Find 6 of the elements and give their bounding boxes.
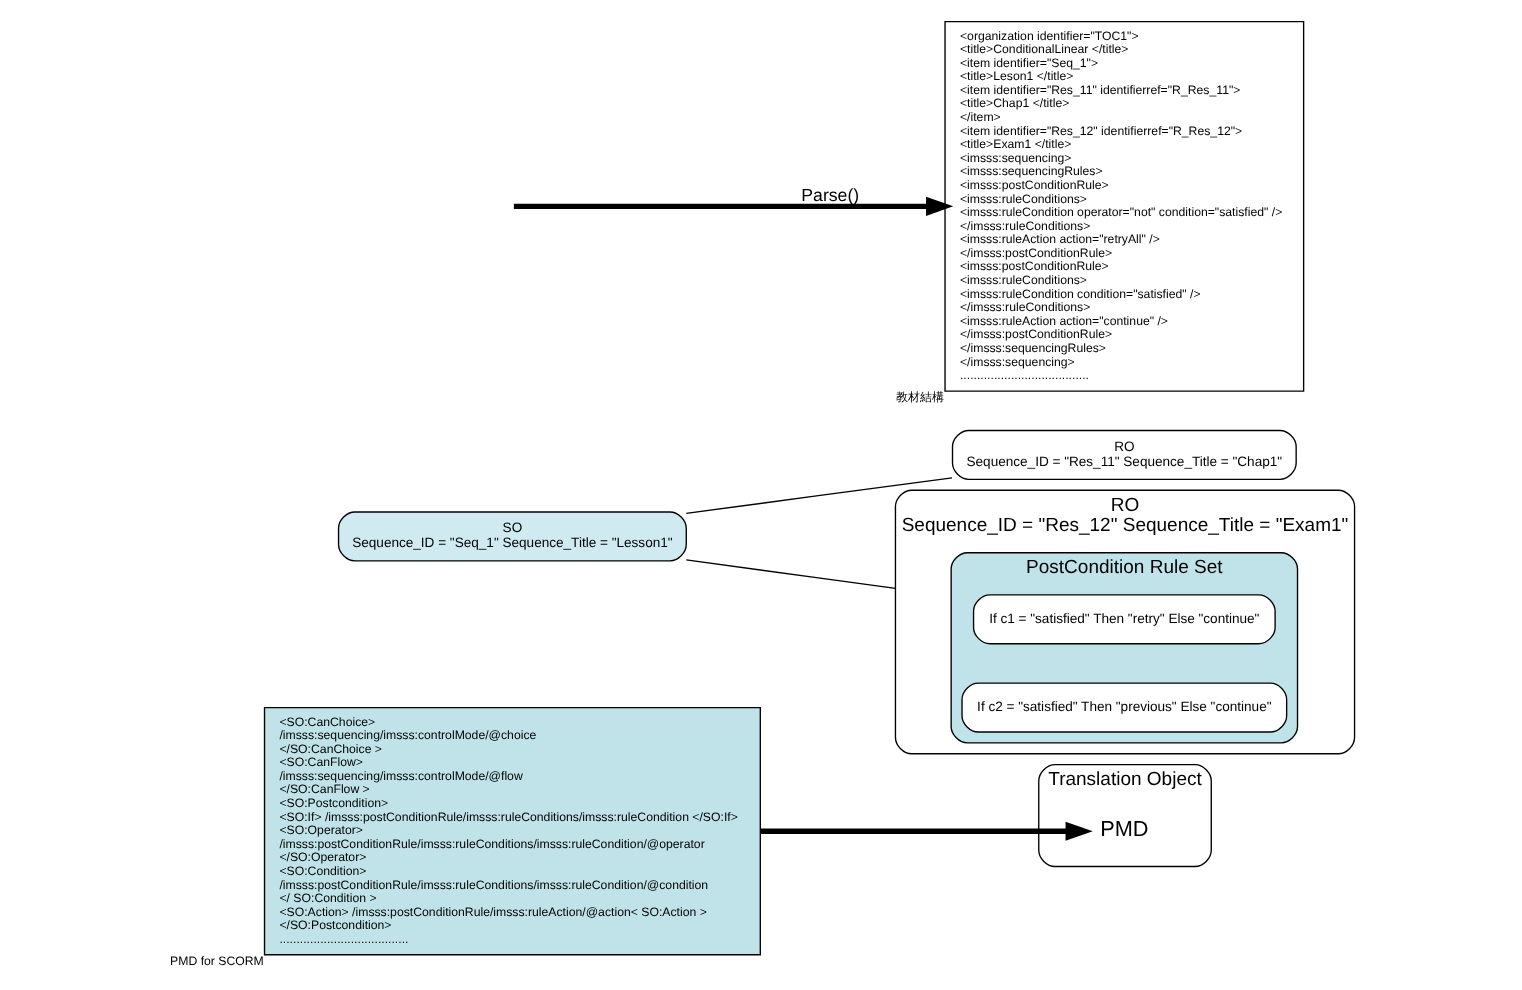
connector [684,477,952,515]
arrow [512,196,953,216]
edge-label: Parse() [800,185,859,206]
arrow [759,821,1092,841]
node-text: PMD [1099,818,1148,843]
connector [684,559,896,589]
